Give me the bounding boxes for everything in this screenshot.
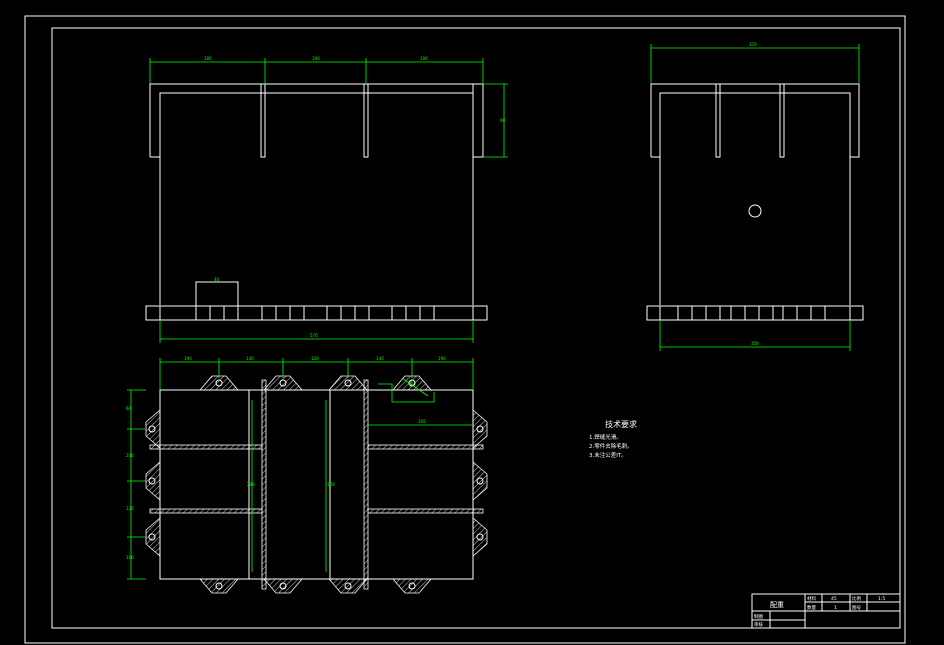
- dim-plan-top-1: 190: [184, 356, 192, 361]
- material-value: 45: [831, 596, 837, 602]
- dim-front-bottom: 570: [310, 333, 318, 338]
- dim-plan-mid-2: 360: [327, 482, 335, 487]
- dim-side-top: 370: [749, 42, 757, 47]
- front-view: 180 190 190 90 40 570: [145, 56, 508, 343]
- dim-front-right: 90: [500, 118, 506, 123]
- technical-notes: 技术要求 1.焊缝光滑。 2.零件去除毛刺。 3.未注公差IT。: [589, 419, 637, 459]
- checked-label: 审核: [754, 621, 763, 628]
- note-item-2: 2.零件去除毛刺。: [589, 442, 633, 450]
- dim-plan-right: 105: [418, 419, 426, 424]
- dim-plan-left-1: 60: [126, 406, 132, 411]
- dim-plan-left-4: 160: [126, 555, 134, 560]
- dim-plan-slot: 60: [408, 381, 414, 386]
- drawn-label: 制图: [754, 613, 763, 620]
- dim-plan-left-3: 120: [126, 506, 134, 511]
- dim-plan-top-5: 190: [438, 356, 446, 361]
- dim-plan-top-4: 140: [376, 356, 384, 361]
- material-label: 材料: [807, 595, 816, 602]
- side-view: 370 350: [646, 42, 864, 351]
- drawing-no-label: 图号: [852, 605, 861, 611]
- dim-plan-mid-1: 290: [247, 482, 255, 487]
- dim-plan-left-2: 200: [126, 453, 134, 458]
- title-block: 配重 材料 45 比例 1:5 数量 1 图号 制图 审核: [751, 593, 901, 629]
- outer-frame: [24, 15, 906, 644]
- dim-plan-top-3: 120: [311, 356, 319, 361]
- ratio-label: 比例: [852, 595, 861, 602]
- dim-side-bottom: 350: [751, 341, 759, 346]
- plan-view: 190 140 120 140 190 60 200 120 160 290 3…: [126, 356, 488, 594]
- dim-front-top-3: 190: [420, 56, 428, 61]
- inner-frame: [51, 27, 901, 629]
- notes-heading: 技术要求: [605, 419, 637, 429]
- note-item-1: 1.焊缝光滑。: [589, 433, 622, 441]
- dim-front-small: 40: [214, 277, 220, 282]
- note-item-3: 3.未注公差IT。: [589, 451, 627, 459]
- qty-label: 数量: [807, 604, 816, 611]
- dim-front-top-1: 180: [204, 56, 212, 61]
- part-name: 配重: [770, 601, 784, 609]
- dim-front-top-2: 190: [312, 56, 320, 61]
- qty-value: 1: [834, 605, 837, 611]
- dim-plan-top-2: 140: [246, 356, 254, 361]
- ratio-value: 1:5: [878, 596, 885, 602]
